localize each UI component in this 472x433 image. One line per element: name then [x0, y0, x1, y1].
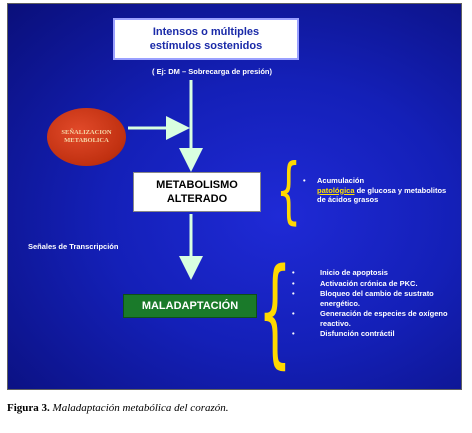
- stimuli-line-2: estímulos sostenidos: [149, 40, 263, 52]
- oval-line-2: METABOLICA: [64, 137, 109, 144]
- note-highlight: patológica: [317, 185, 355, 195]
- list-item: •Inicio de apoptosis: [292, 268, 388, 277]
- metabolism-line-1: METABOLISMO: [156, 179, 238, 191]
- transcription-signals-label: Señales de Transcripción: [28, 242, 119, 251]
- example-text: ( Ej: DM – Sobrecarga de presión): [151, 67, 273, 76]
- consequences-list: •Inicio de apoptosis •Activación crónica…: [292, 268, 457, 340]
- metabolism-line-2: ALTERADO: [166, 193, 228, 205]
- metabolism-note: • Acumulación patológica de glucosa y me…: [303, 176, 457, 205]
- caption-text: Maladaptación metabólica del corazón.: [52, 402, 229, 414]
- altered-metabolism-box: METABOLISMO ALTERADO: [133, 172, 261, 212]
- figure-caption: Figura 3. Maladaptación metabólica del c…: [7, 402, 467, 414]
- note-part-1: Acumulación: [317, 176, 365, 185]
- list-item: •Disfunción contráctil: [292, 329, 395, 338]
- caption-label: Figura 3.: [7, 402, 50, 414]
- arrows-layer: [128, 80, 203, 280]
- note-part-2: de glucosa y metabolitos de ácidos graso…: [317, 185, 447, 205]
- list-item: •Generación de especies de oxígeno react…: [292, 309, 448, 328]
- maladaptation-box: MALADAPTACIÓN: [123, 294, 257, 318]
- stimuli-box: Intensos o múltiples estímulos sostenido…: [113, 18, 299, 60]
- note-bullet: •: [303, 176, 306, 185]
- metabolic-signaling-oval: SEÑALIZACION METABOLICA: [47, 108, 126, 166]
- metabolism-brace: {: [276, 148, 302, 232]
- list-item: •Activación crónica de PKC.: [292, 278, 418, 288]
- diagram-panel: Intensos o múltiples estímulos sostenido…: [7, 3, 462, 390]
- oval-line-1: SEÑALIZACION: [61, 129, 112, 136]
- stimuli-line-1: Intensos o múltiples: [152, 26, 260, 38]
- consequences-brace: {: [258, 242, 292, 380]
- list-item: •Bloqueo del cambio de sustrato energéti…: [292, 289, 434, 308]
